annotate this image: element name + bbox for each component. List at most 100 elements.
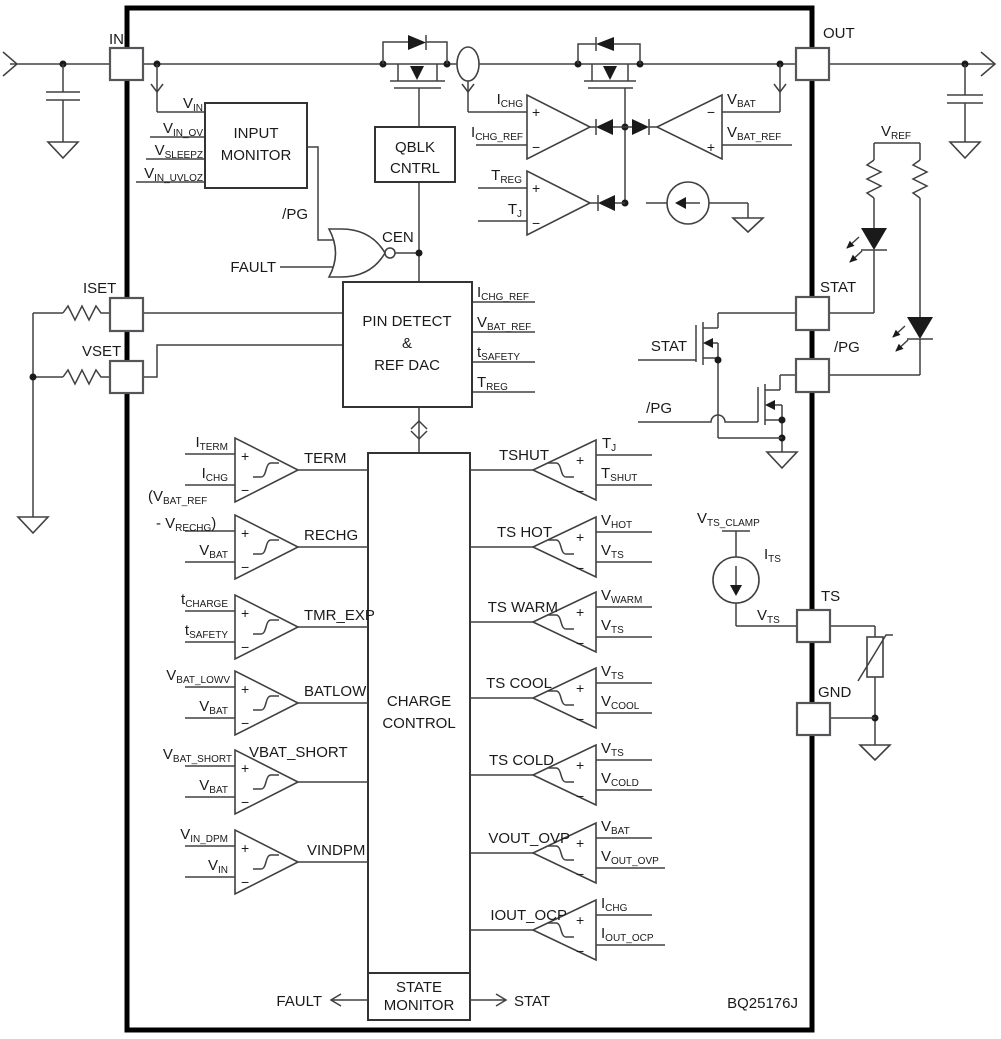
minus-sign: −: [576, 943, 584, 959]
comparator-name-vbat-short: VBAT_SHORT: [249, 744, 348, 761]
label-vts-clamp: VTS_CLAMP: [697, 510, 760, 529]
state-monitor-label-line2: MONITOR: [384, 997, 455, 1014]
plus-sign: +: [576, 757, 584, 773]
minus-sign: −: [576, 711, 584, 727]
label-ichg-ref-out: ICHG_REF: [477, 284, 529, 303]
state-monitor-label-line1: STATE: [396, 979, 442, 996]
led-light-arrow-icon: [895, 339, 909, 352]
blocking-fet-1: [382, 35, 448, 127]
label-vsleepz: VSLEEPZ: [155, 142, 203, 161]
plus-sign: +: [707, 139, 715, 155]
pin-label-pg: /PG: [834, 339, 860, 356]
plus-sign: +: [241, 681, 249, 697]
label-treg-out: TREG: [477, 374, 508, 393]
diode-icon: [598, 195, 615, 211]
minus-sign: −: [241, 794, 249, 810]
label-vcool: VCOOL: [601, 693, 640, 712]
nor-bubble-icon: [384, 247, 396, 259]
comparator-name-ts-cool: TS COOL: [486, 675, 552, 692]
comparator-ts-warm: + − VWARM VTS TS WARM: [470, 587, 652, 654]
external-output-network: [829, 51, 997, 160]
plus-sign: +: [241, 525, 249, 541]
label-vin-ov: VIN_OV: [163, 120, 203, 139]
plus-sign: +: [576, 452, 584, 468]
ground-icon: [948, 141, 982, 160]
ground-icon: [730, 217, 766, 234]
comparator-vbat-short: + − VBAT_SHORT VBAT VBAT_SHORT: [163, 744, 368, 816]
iset-vset-network: [16, 304, 110, 535]
comparator-tmr-exp: + − tCHARGE tSAFETY TMR_EXP: [181, 591, 375, 661]
minus-sign: −: [576, 560, 584, 576]
resistor-vset: [62, 368, 103, 386]
fet-body-arrow-icon: [703, 338, 713, 348]
ground-icon: [46, 141, 80, 160]
comparator-vout-ovp: + − VBAT VOUT_OVP VOUT_OVP: [470, 818, 665, 885]
current-sense-icon: [456, 46, 480, 82]
minus-sign: −: [241, 874, 249, 890]
pin-out: OUT: [794, 25, 855, 82]
pin-label-gnd: GND: [818, 684, 852, 701]
minus-sign: −: [576, 635, 584, 651]
pin-detect-label-line2: &: [402, 335, 412, 352]
qblk-label-line2: CNTRL: [390, 160, 440, 177]
ground-icon: [765, 451, 799, 470]
fet-body-arrow-icon: [603, 66, 617, 80]
label-iterm: ITERM: [195, 434, 228, 453]
ic-boundary: [124, 5, 815, 1033]
label-vbat: VBAT: [199, 698, 228, 717]
diode-icon: [408, 35, 426, 50]
minus-sign: −: [532, 215, 540, 231]
label-vbat-lowv: VBAT_LOWV: [166, 667, 230, 686]
input-monitor-label-line1: INPUT: [234, 125, 279, 142]
label-vbat: VBAT: [601, 818, 630, 837]
pin-detect-label-line3: REF DAC: [374, 357, 440, 374]
current-sense: [456, 46, 527, 113]
ground-icon: [16, 516, 50, 535]
label-vbat: VBAT: [727, 91, 756, 110]
vref-led-network: VREF: [829, 123, 933, 376]
label-rechg-ref-2: - VRECHG): [156, 515, 216, 534]
vbat-tap: [722, 64, 787, 113]
pin-in: IN: [108, 31, 145, 82]
fet-body-arrow-icon: [410, 66, 424, 80]
label-vcold: VCOLD: [601, 770, 639, 789]
label-ichg: ICHG: [497, 91, 524, 110]
diode-icon: [632, 119, 649, 135]
comparator-vindpm: + − VIN_DPM VIN VINDPM: [180, 826, 368, 896]
plus-sign: +: [241, 448, 249, 464]
label-vbat: VBAT: [199, 777, 228, 796]
fet-body-arrow-icon: [765, 400, 775, 410]
label-pg-internal: /PG: [282, 206, 308, 223]
label-vwarm: VWARM: [601, 587, 642, 606]
minus-sign: −: [241, 482, 249, 498]
minus-sign: −: [576, 483, 584, 499]
comparator-tshut: + − TJ TSHUT TSHUT: [470, 435, 652, 502]
comparator-name-vindpm: VINDPM: [307, 842, 365, 859]
comparator-iout-ocp: + − ICHG IOUT_OCP IOUT_OCP: [470, 895, 665, 962]
comparator-name-ts-hot: TS HOT: [497, 524, 552, 541]
external-input-network: [2, 51, 110, 160]
comparator-name-batlow: BATLOW: [304, 683, 367, 700]
comparator-rechg: + − (VBAT_REF - VRECHG) VBAT RECHG: [148, 488, 368, 581]
label-tcharge: tCHARGE: [181, 591, 228, 610]
comparator-name-ts-cold: TS COLD: [489, 752, 554, 769]
label-vin-uvloz: VIN_UVLOZ: [144, 165, 203, 184]
qblk-cntrl-block: QBLK CNTRL: [374, 126, 456, 282]
current-source-top: [646, 181, 766, 234]
charge-control-label-line1: CHARGE: [387, 693, 451, 710]
minus-sign: −: [241, 639, 249, 655]
plus-sign: +: [576, 604, 584, 620]
label-vts: VTS: [601, 740, 624, 759]
plus-sign: +: [241, 605, 249, 621]
pin-label-ts: TS: [821, 588, 840, 605]
resistor-icon: [911, 159, 929, 199]
label-vhot: VHOT: [601, 512, 632, 531]
pin-detect-block: PIN DETECT & REF DAC ICHG_REF VBAT_REF t…: [143, 281, 535, 453]
label-vts: VTS: [601, 617, 624, 636]
label-tj: TJ: [602, 435, 616, 454]
vin-tap: [150, 64, 205, 113]
label-tsafety-out: tSAFETY: [477, 344, 520, 363]
label-rechg-ref-1: (VBAT_REF: [148, 488, 207, 507]
comparator-name-tmr-exp: TMR_EXP: [304, 607, 375, 624]
